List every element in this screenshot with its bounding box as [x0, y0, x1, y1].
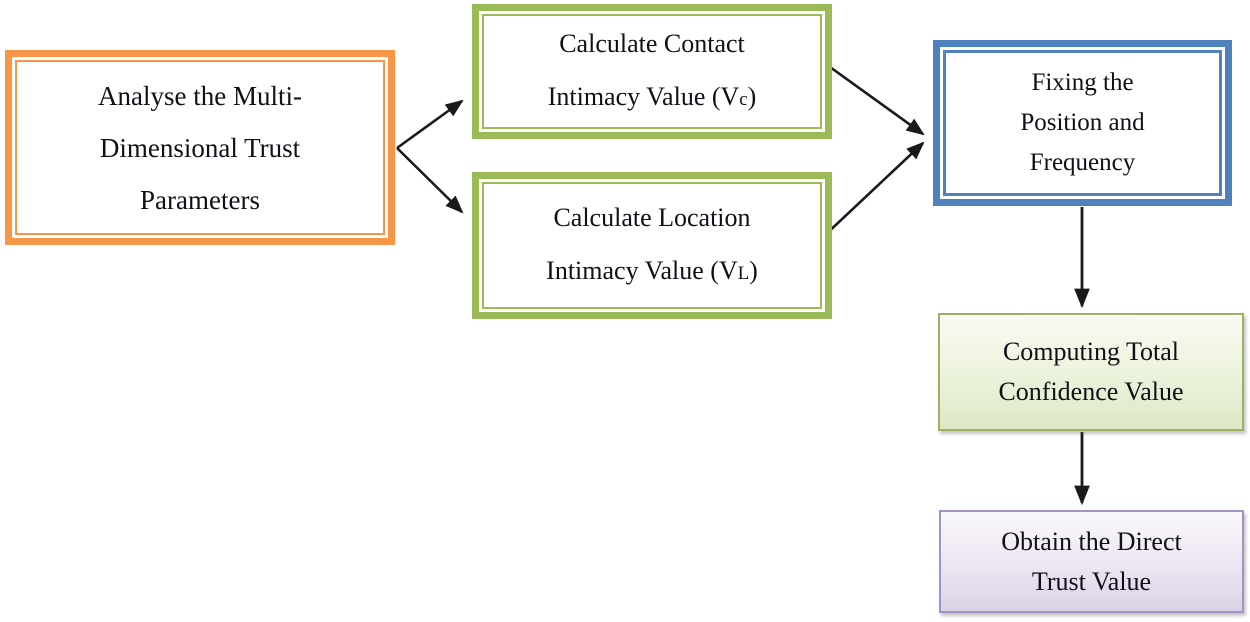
node-fixing-position-and-frequency: Fixing the Position and Frequency — [933, 40, 1232, 206]
arrow-analyse-to-contact — [396, 99, 464, 150]
node-direct-trust-line-2: Trust Value — [1031, 566, 1152, 596]
node-calculate-location-intimacy-value: Calculate Location Intimacy Value (VL) — [472, 172, 832, 319]
node-computing-total-confidence-value: Computing Total Confidence Value — [938, 313, 1244, 431]
node-location-line-2: Intimacy Value (VL) — [546, 244, 758, 300]
arrow-contact-to-fixing — [822, 60, 925, 136]
node-analyse-line-3: Parameters — [140, 184, 260, 215]
node-contact-line-1: Calculate Contact — [559, 29, 745, 58]
node-contact-line-2-pre: Intimacy Value (V — [547, 82, 740, 111]
node-analyse-inner-frame: Analyse the Multi- Dimensional Trust Par… — [15, 60, 385, 235]
arrow-analyse-to-location — [396, 147, 464, 214]
node-contact-line-2-post: ) — [747, 82, 757, 111]
node-location-inner-frame: Calculate Location Intimacy Value (VL) — [482, 182, 822, 309]
node-calculate-contact-intimacy-value: Calculate Contact Intimacy Value (Vc) — [472, 4, 832, 139]
node-fixing-line-1: Fixing the — [1031, 69, 1134, 96]
node-direct-trust-line-1: Obtain the Direct — [1001, 526, 1182, 556]
node-obtain-direct-trust-value: Obtain the Direct Trust Value — [939, 510, 1244, 613]
node-contact-inner-frame: Calculate Contact Intimacy Value (Vc) — [482, 14, 822, 129]
node-contact-line-2: Intimacy Value (Vc) — [548, 70, 757, 126]
node-confidence-line-2: Confidence Value — [998, 377, 1184, 406]
arrow-location-to-fixing — [822, 141, 925, 238]
node-contact-subscript: c — [739, 89, 748, 110]
node-analyse-line-1: Analyse the Multi- — [98, 80, 302, 111]
node-fixing-line-2: Position and — [1020, 109, 1145, 136]
node-analyse-multi-dimensional-trust-parameters: Analyse the Multi- Dimensional Trust Par… — [5, 50, 395, 245]
node-location-line-2-post: ) — [749, 256, 758, 285]
node-location-line-1: Calculate Location — [553, 203, 751, 232]
node-fixing-inner-frame: Fixing the Position and Frequency — [943, 50, 1222, 196]
node-location-subscript: L — [737, 263, 750, 284]
node-confidence-line-1: Computing Total — [1002, 337, 1180, 366]
node-analyse-line-2: Dimensional Trust — [99, 132, 301, 163]
node-location-line-2-pre: Intimacy Value (V — [546, 256, 738, 285]
node-fixing-line-3: Frequency — [1029, 149, 1136, 176]
